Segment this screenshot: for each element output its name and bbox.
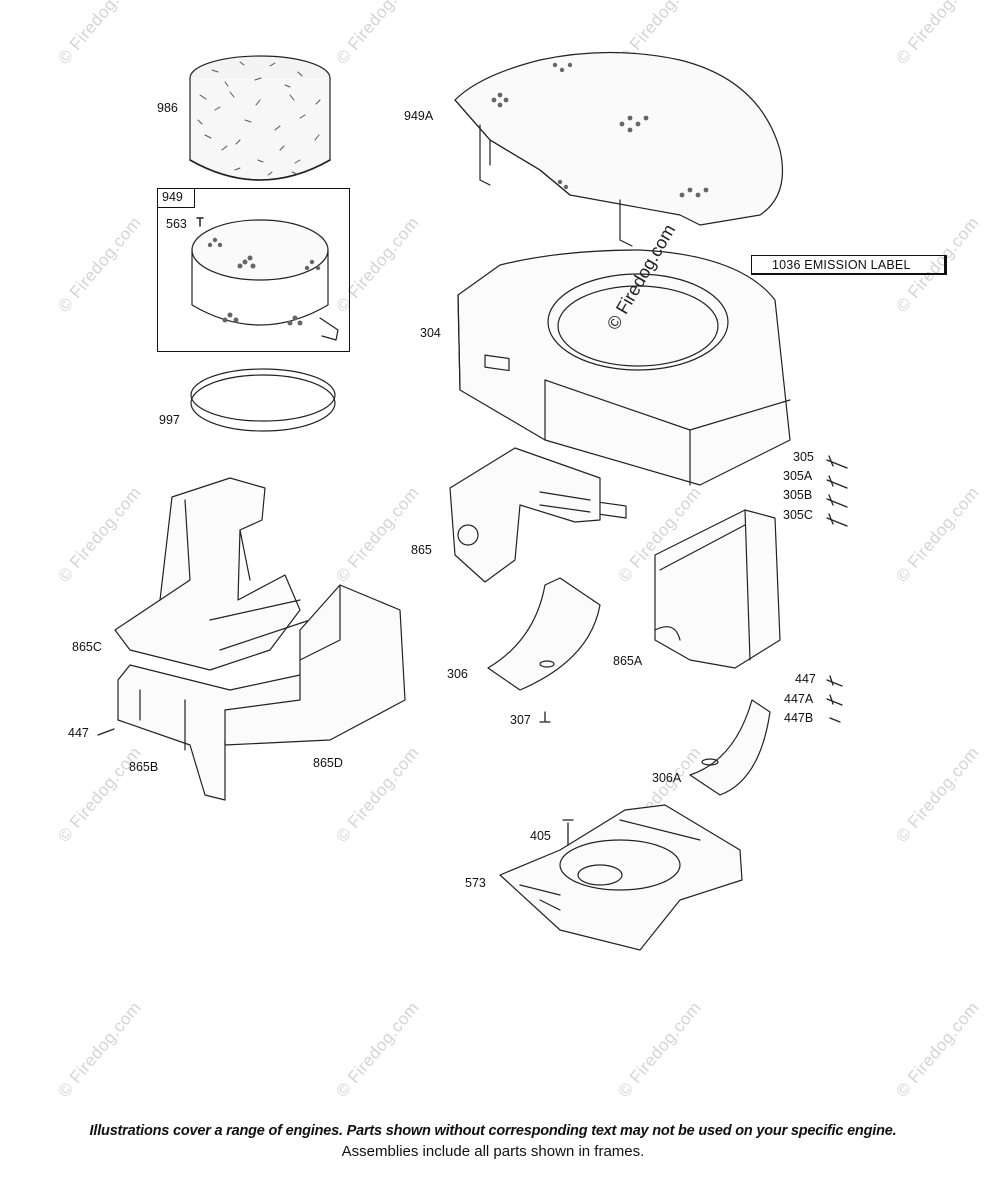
callout-304: 304 xyxy=(420,326,441,340)
callout-447-left: 447 xyxy=(68,726,89,740)
air-guide-306 xyxy=(487,577,601,691)
callout-305: 305 xyxy=(793,450,814,464)
callout-305c: 305C xyxy=(783,508,813,522)
callout-447b: 447B xyxy=(784,711,814,725)
callout-865c: 865C xyxy=(72,640,102,654)
callout-447a: 447A xyxy=(784,692,814,706)
callout-865b: 865B xyxy=(129,760,159,774)
callout-305a: 305A xyxy=(783,469,813,483)
assembly-frame-949 xyxy=(157,188,350,352)
callout-865a: 865A xyxy=(613,654,643,668)
callout-865d: 865D xyxy=(313,756,343,770)
footer-assembly-note: Assemblies include all parts shown in fr… xyxy=(341,1143,645,1160)
assembly-tag-949: 949 xyxy=(157,188,195,208)
callout-307: 307 xyxy=(510,713,531,727)
callout-573: 573 xyxy=(465,876,486,890)
cylinder-shroud-865d xyxy=(224,584,406,746)
base-plate xyxy=(499,804,743,951)
callout-949a: 949A xyxy=(404,109,434,123)
callout-306: 306 xyxy=(447,667,468,681)
callout-986: 986 xyxy=(157,101,178,115)
callout-447: 447 xyxy=(795,672,816,686)
blower-housing xyxy=(457,249,791,519)
cylinder-shroud-865c xyxy=(114,477,311,671)
callout-305b: 305B xyxy=(783,488,813,502)
air-filter-element xyxy=(189,55,331,181)
fasteners xyxy=(97,455,848,846)
cylinder-shield-865a xyxy=(654,509,781,669)
callout-306a: 306A xyxy=(652,771,682,785)
callout-563: 563 xyxy=(166,217,187,231)
callout-997: 997 xyxy=(159,413,180,427)
footer-disclaimer: Illustrations cover a range of engines. … xyxy=(89,1123,897,1139)
callout-405: 405 xyxy=(530,829,551,843)
emission-label-box: 1036 EMISSION LABEL xyxy=(751,255,947,275)
cylinder-shield-left xyxy=(449,447,601,583)
filter-gasket-ring xyxy=(190,368,336,432)
air-guide-306a xyxy=(689,699,771,796)
blower-housing-top xyxy=(454,51,784,247)
callout-865: 865 xyxy=(411,543,432,557)
air-cleaner-cover xyxy=(191,217,339,341)
